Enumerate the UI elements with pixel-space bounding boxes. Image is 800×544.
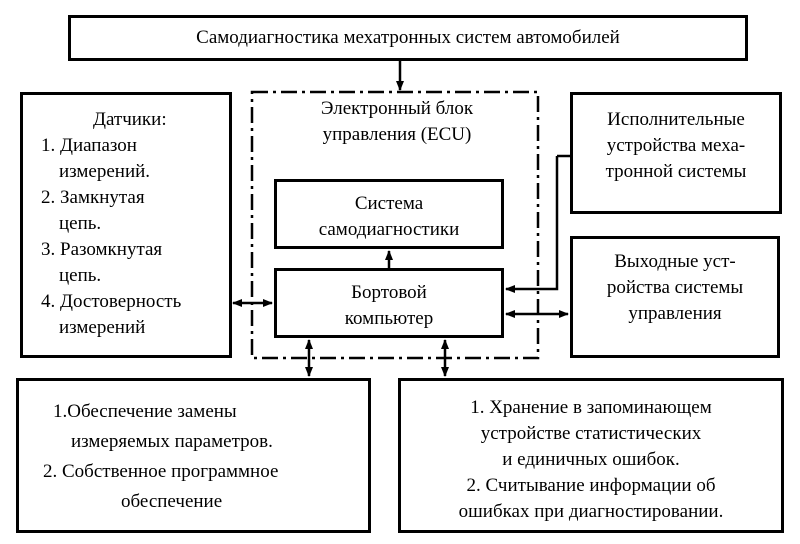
output-devices-box: Выходные уст- ройства системы управления xyxy=(570,236,780,358)
self-diagnostics-line-2: самодиагностики xyxy=(318,219,460,240)
ecu-label: Электронный блок управления (ECU) xyxy=(262,96,532,148)
ecu-label-line-1: Электронный блок xyxy=(320,98,474,119)
error-storage-box: 1. Хранение в запоминающем устройстве ст… xyxy=(398,378,784,533)
diagram-title: Самодиагностика мехатронных систем автом… xyxy=(196,27,620,48)
sensors-item-1: 1. Диапазон xyxy=(41,135,137,156)
sensors-item-2-cont: цепь. xyxy=(59,213,102,234)
sensors-box: Датчики: 1. Диапазон измерений. 2. Замкн… xyxy=(20,92,232,358)
actuators-line-2: устройства меха- xyxy=(606,135,746,156)
self-diagnostics-line-1: Система xyxy=(354,193,424,214)
self-diagnostics-box: Система самодиагностики xyxy=(274,179,504,249)
software-support-line-2: измеряемых параметров. xyxy=(71,431,273,452)
output-devices-line-3: управления xyxy=(628,303,722,324)
sensors-item-4-cont: измерений xyxy=(59,317,146,338)
software-support-line-4: обеспечение xyxy=(121,491,223,512)
actuators-line-3: тронной системы xyxy=(605,161,747,182)
sensors-item-4: 4. Достоверность xyxy=(41,291,182,312)
software-support-box: 1.Обеспечение замены измеряемых параметр… xyxy=(16,378,371,533)
sensors-item-2: 2. Замкнутая xyxy=(41,187,145,208)
software-support-line-3: 2. Собственное программное xyxy=(43,461,279,482)
software-support-line-1: 1.Обеспечение замены xyxy=(53,401,237,422)
onboard-computer-line-2: компьютер xyxy=(344,308,434,329)
sensors-item-3: 3. Разомкнутая xyxy=(41,239,163,260)
arrow-actuators-to-computer xyxy=(505,156,559,293)
sensors-heading: Датчики: xyxy=(93,109,167,130)
error-storage-line-3: и единичных ошибок. xyxy=(502,449,680,470)
error-storage-line-4: 2. Считывание информации об xyxy=(466,475,716,496)
ecu-boundary xyxy=(250,90,540,360)
actuators-box: Исполнительные устройства меха- тронной … xyxy=(570,92,782,214)
actuators-line-1: Исполнительные xyxy=(607,109,745,130)
error-storage-line-1: 1. Хранение в запоминающем xyxy=(470,397,712,418)
output-devices-line-2: ройства системы xyxy=(606,277,744,298)
sensors-item-3-cont: цепь. xyxy=(59,265,102,286)
error-storage-line-5: ошибках при диагностировании. xyxy=(458,501,724,522)
ecu-label-line-2: управления (ECU) xyxy=(322,124,472,145)
sensors-item-1-cont: измерений. xyxy=(59,161,151,182)
onboard-computer-box: Бортовой компьютер xyxy=(274,268,504,338)
error-storage-line-2: устройстве статистических xyxy=(480,423,702,444)
title-box: Самодиагностика мехатронных систем автом… xyxy=(68,15,748,61)
onboard-computer-line-1: Бортовой xyxy=(351,282,427,303)
output-devices-line-1: Выходные уст- xyxy=(614,251,736,272)
